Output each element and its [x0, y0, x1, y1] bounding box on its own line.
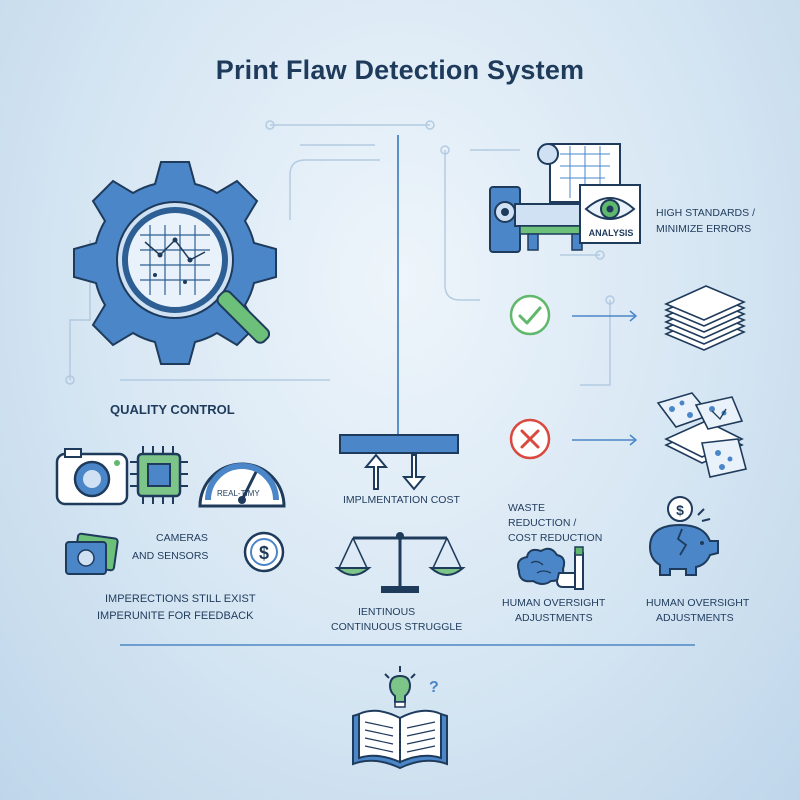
- dollar-coin-icon: $: [243, 531, 285, 573]
- brain-hand-icon: [517, 546, 584, 590]
- chip-icon: [130, 446, 188, 504]
- analysis-badge: ANALYSIS: [588, 228, 634, 238]
- waste-line3: COST REDUCTION: [508, 532, 603, 544]
- oversight-b-line1: HUMAN OVERSIGHT: [646, 597, 750, 609]
- eye-icon: [579, 184, 641, 244]
- damaged-paper-icon: [656, 392, 747, 478]
- paper-stack-icon: [663, 285, 747, 351]
- imperfections-line2: IMPERUNITE FOR FEEDBACK: [97, 610, 254, 622]
- waste-line2: REDUCTION /: [508, 517, 577, 529]
- struggle-line1: IENTINOUS: [358, 606, 416, 618]
- oversight-b-line2: ADJUSTMENTS: [656, 612, 734, 624]
- svg-text:$: $: [676, 502, 684, 518]
- svg-text:?: ?: [429, 679, 439, 696]
- page-title: Print Flaw Detection System: [215, 55, 585, 85]
- cameras-label-line2: AND SENSORS: [132, 550, 209, 562]
- gear-magnifier-icon: [73, 161, 277, 365]
- arrows-icon: [339, 434, 459, 491]
- camera-icon: [55, 448, 129, 506]
- cross-icon: [509, 418, 551, 460]
- scale-icon: [334, 532, 466, 593]
- implementation-cost-label: IMPLMENTATION COST: [343, 494, 460, 506]
- imperfections-line1: IMPERECTIONS STILL EXIST: [105, 593, 256, 605]
- oversight-a-line1: HUMAN OVERSIGHT: [502, 597, 606, 609]
- gauge-icon: [198, 462, 286, 508]
- struggle-line2: CONTINUOUS STRUGGLE: [331, 621, 463, 633]
- quality-control-heading: QUALITY CONTROL: [110, 402, 235, 417]
- svg-text:$: $: [259, 543, 269, 563]
- waste-line1: WASTE: [508, 502, 545, 514]
- check-icon: [509, 294, 551, 336]
- money-photo-icon: [65, 532, 119, 575]
- piggy-bank-icon: $: [648, 496, 719, 576]
- book-lightbulb-icon: ?: [352, 666, 448, 770]
- arrow-to-damaged-icon: [572, 434, 638, 446]
- arrow-to-stack-icon: [572, 310, 638, 322]
- standards-line1: HIGH STANDARDS /: [656, 207, 755, 219]
- standards-line2: MINIMIZE ERRORS: [656, 223, 752, 235]
- cameras-label-line1: CAMERAS: [156, 532, 208, 544]
- gauge-realtime-label: REAL-TIMY: [217, 489, 260, 498]
- oversight-a-line2: ADJUSTMENTS: [515, 612, 593, 624]
